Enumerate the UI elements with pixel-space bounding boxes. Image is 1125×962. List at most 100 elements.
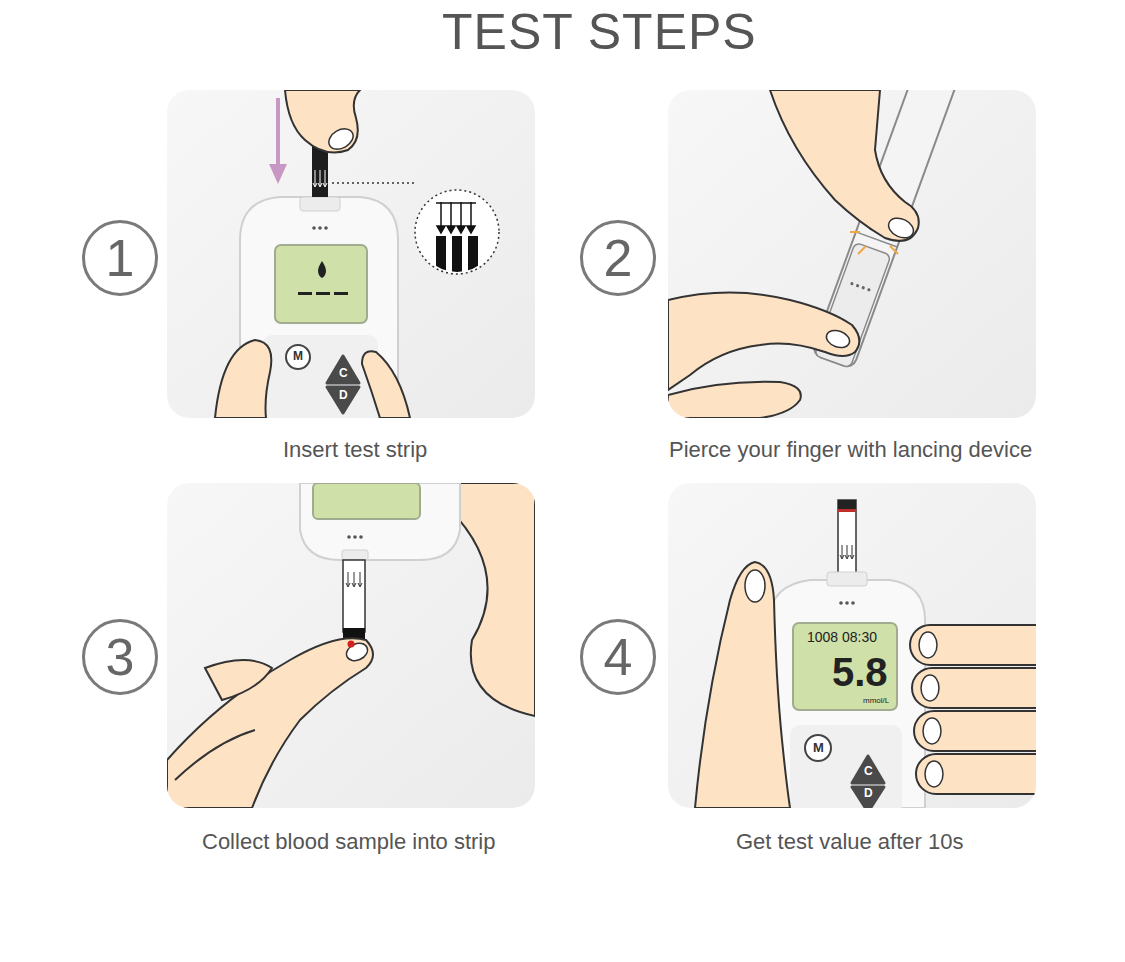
lancing-illustration-part [770,90,919,241]
insert-strip-illustration-part-part-part [437,226,445,233]
result-illustration-part-part [850,555,854,559]
step-caption: Collect blood sample into strip [202,829,495,854]
insert-strip-illustration-part [312,226,316,230]
insert-strip-illustration-part [275,245,367,323]
result-illustration-part [916,754,1036,794]
result-illustration-part-part [842,545,843,558]
result-illustration-part [745,570,765,602]
collect-sample-illustration-part-part [360,572,361,586]
lancing-illustration-part [824,327,852,350]
screen-reading-slot: 5.8 [832,649,888,695]
button-letter-slot: M [813,741,824,756]
step-number: 4 [604,631,633,683]
screen-unit: mmol/L [863,696,889,705]
result-illustration-part [914,711,1036,751]
insert-strip-illustration-part [324,226,328,230]
collect-sample-illustration-part-part [348,572,349,586]
insert-strip-illustration-part [167,90,535,418]
screen-datetime: 1008 08:30 [807,629,877,645]
button-letter: M [293,350,303,364]
collect-sample-illustration-part [344,640,371,664]
insert-strip-illustration-part-part-part [440,202,442,228]
insert-strip-illustration-part [327,356,359,383]
lancing-illustration-part [885,214,916,241]
step-caption: Pierce your finger with lancing device [669,437,1032,462]
insert-strip-illustration-part-part [436,236,446,286]
insert-strip-illustration-part-part-part [467,226,475,233]
result-illustration-part-part [847,545,848,558]
step-number: 3 [106,631,135,683]
insert-strip-illustration-part [286,345,310,369]
result-illustration-part [838,500,856,509]
lancing-illustration-part-part [856,284,860,288]
step-number: 1 [106,232,135,284]
step-number: 2 [604,232,633,284]
insert-strip-illustration-part-part-part [470,202,472,228]
lancing-illustration [668,90,1036,418]
collect-sample-illustration-part-part [354,572,355,586]
collect-sample-illustration-part [167,483,535,808]
insert-strip-illustration-part [362,351,410,418]
button-letter: M [813,741,824,756]
insert-strip-illustration-part [318,261,326,278]
collect-sample-illustration-part [346,572,362,587]
collect-sample-illustration-part [167,638,373,808]
step-caption-slot: Collect blood sample into strip [202,829,495,854]
result-illustration-part [839,601,843,605]
result-illustration-part-part [845,555,849,559]
collect-sample-illustration-part [205,660,272,700]
result-illustration-part [912,668,1036,708]
result-illustration-part [838,500,856,574]
insert-strip-illustration-part-part-part [460,202,462,228]
insert-strip-illustration-part-part-part [436,202,476,204]
page-title: TEST STEPS [442,4,757,62]
screen-unit-slot: mmol/L [863,696,889,705]
result-illustration-part [923,718,941,744]
collect-sample-illustration-part-part [346,583,350,587]
collect-sample-illustration-part [175,730,255,780]
insert-strip-illustration-part-part [318,183,322,187]
result-illustration-part [827,572,867,586]
collect-sample-illustration-part [359,535,363,539]
button-letter-slot: C [339,367,348,381]
insert-strip-illustration-part [313,170,327,187]
collect-sample-illustration-part [347,535,351,539]
result-illustration-part [790,725,902,808]
insert-strip-illustration-part [334,292,348,295]
lancing-illustration-part-part [890,246,898,254]
button-letter-slot: C [864,765,873,779]
insert-strip-illustration-part [318,226,322,230]
lancing-illustration-part-part [861,286,865,290]
collect-sample-illustration-part [342,550,368,560]
button-letter: D [864,787,873,801]
page-title-slot: TEST STEPS [442,4,757,62]
step-caption-slot: Get test value after 10s [736,829,963,854]
insert-strip-illustration-part-part [468,236,478,286]
screen-reading: 5.8 [832,649,888,695]
result-illustration-part [695,562,790,808]
collect-sample-illustration [167,483,535,808]
button-letter-slot: D [864,787,873,801]
collect-sample-illustration-part [300,483,460,560]
insert-strip-illustration-part-part-part [457,226,465,233]
result-illustration-part [852,787,884,808]
insert-strip-illustration-part [325,125,357,154]
insert-strip-illustration-part [215,340,271,418]
step-number-circle: 2 [580,220,656,296]
insert-strip-illustration-part-part [315,170,316,186]
result-illustration-part [919,632,937,658]
result-illustration-part-part [840,555,844,559]
result-illustration-part [921,675,939,701]
collect-sample-illustration-part [343,560,365,632]
button-letter: C [339,367,348,381]
button-letter-slot: D [339,389,348,403]
insert-strip-illustration-part-part [323,183,327,187]
lancing-illustration-part [668,90,1036,418]
collect-sample-illustration-part [348,641,355,648]
insert-strip-illustration-part [332,182,414,184]
lancing-illustration-part-part [867,288,871,292]
insert-strip-illustration-part [298,292,312,295]
collect-sample-illustration-part-part [352,583,356,587]
